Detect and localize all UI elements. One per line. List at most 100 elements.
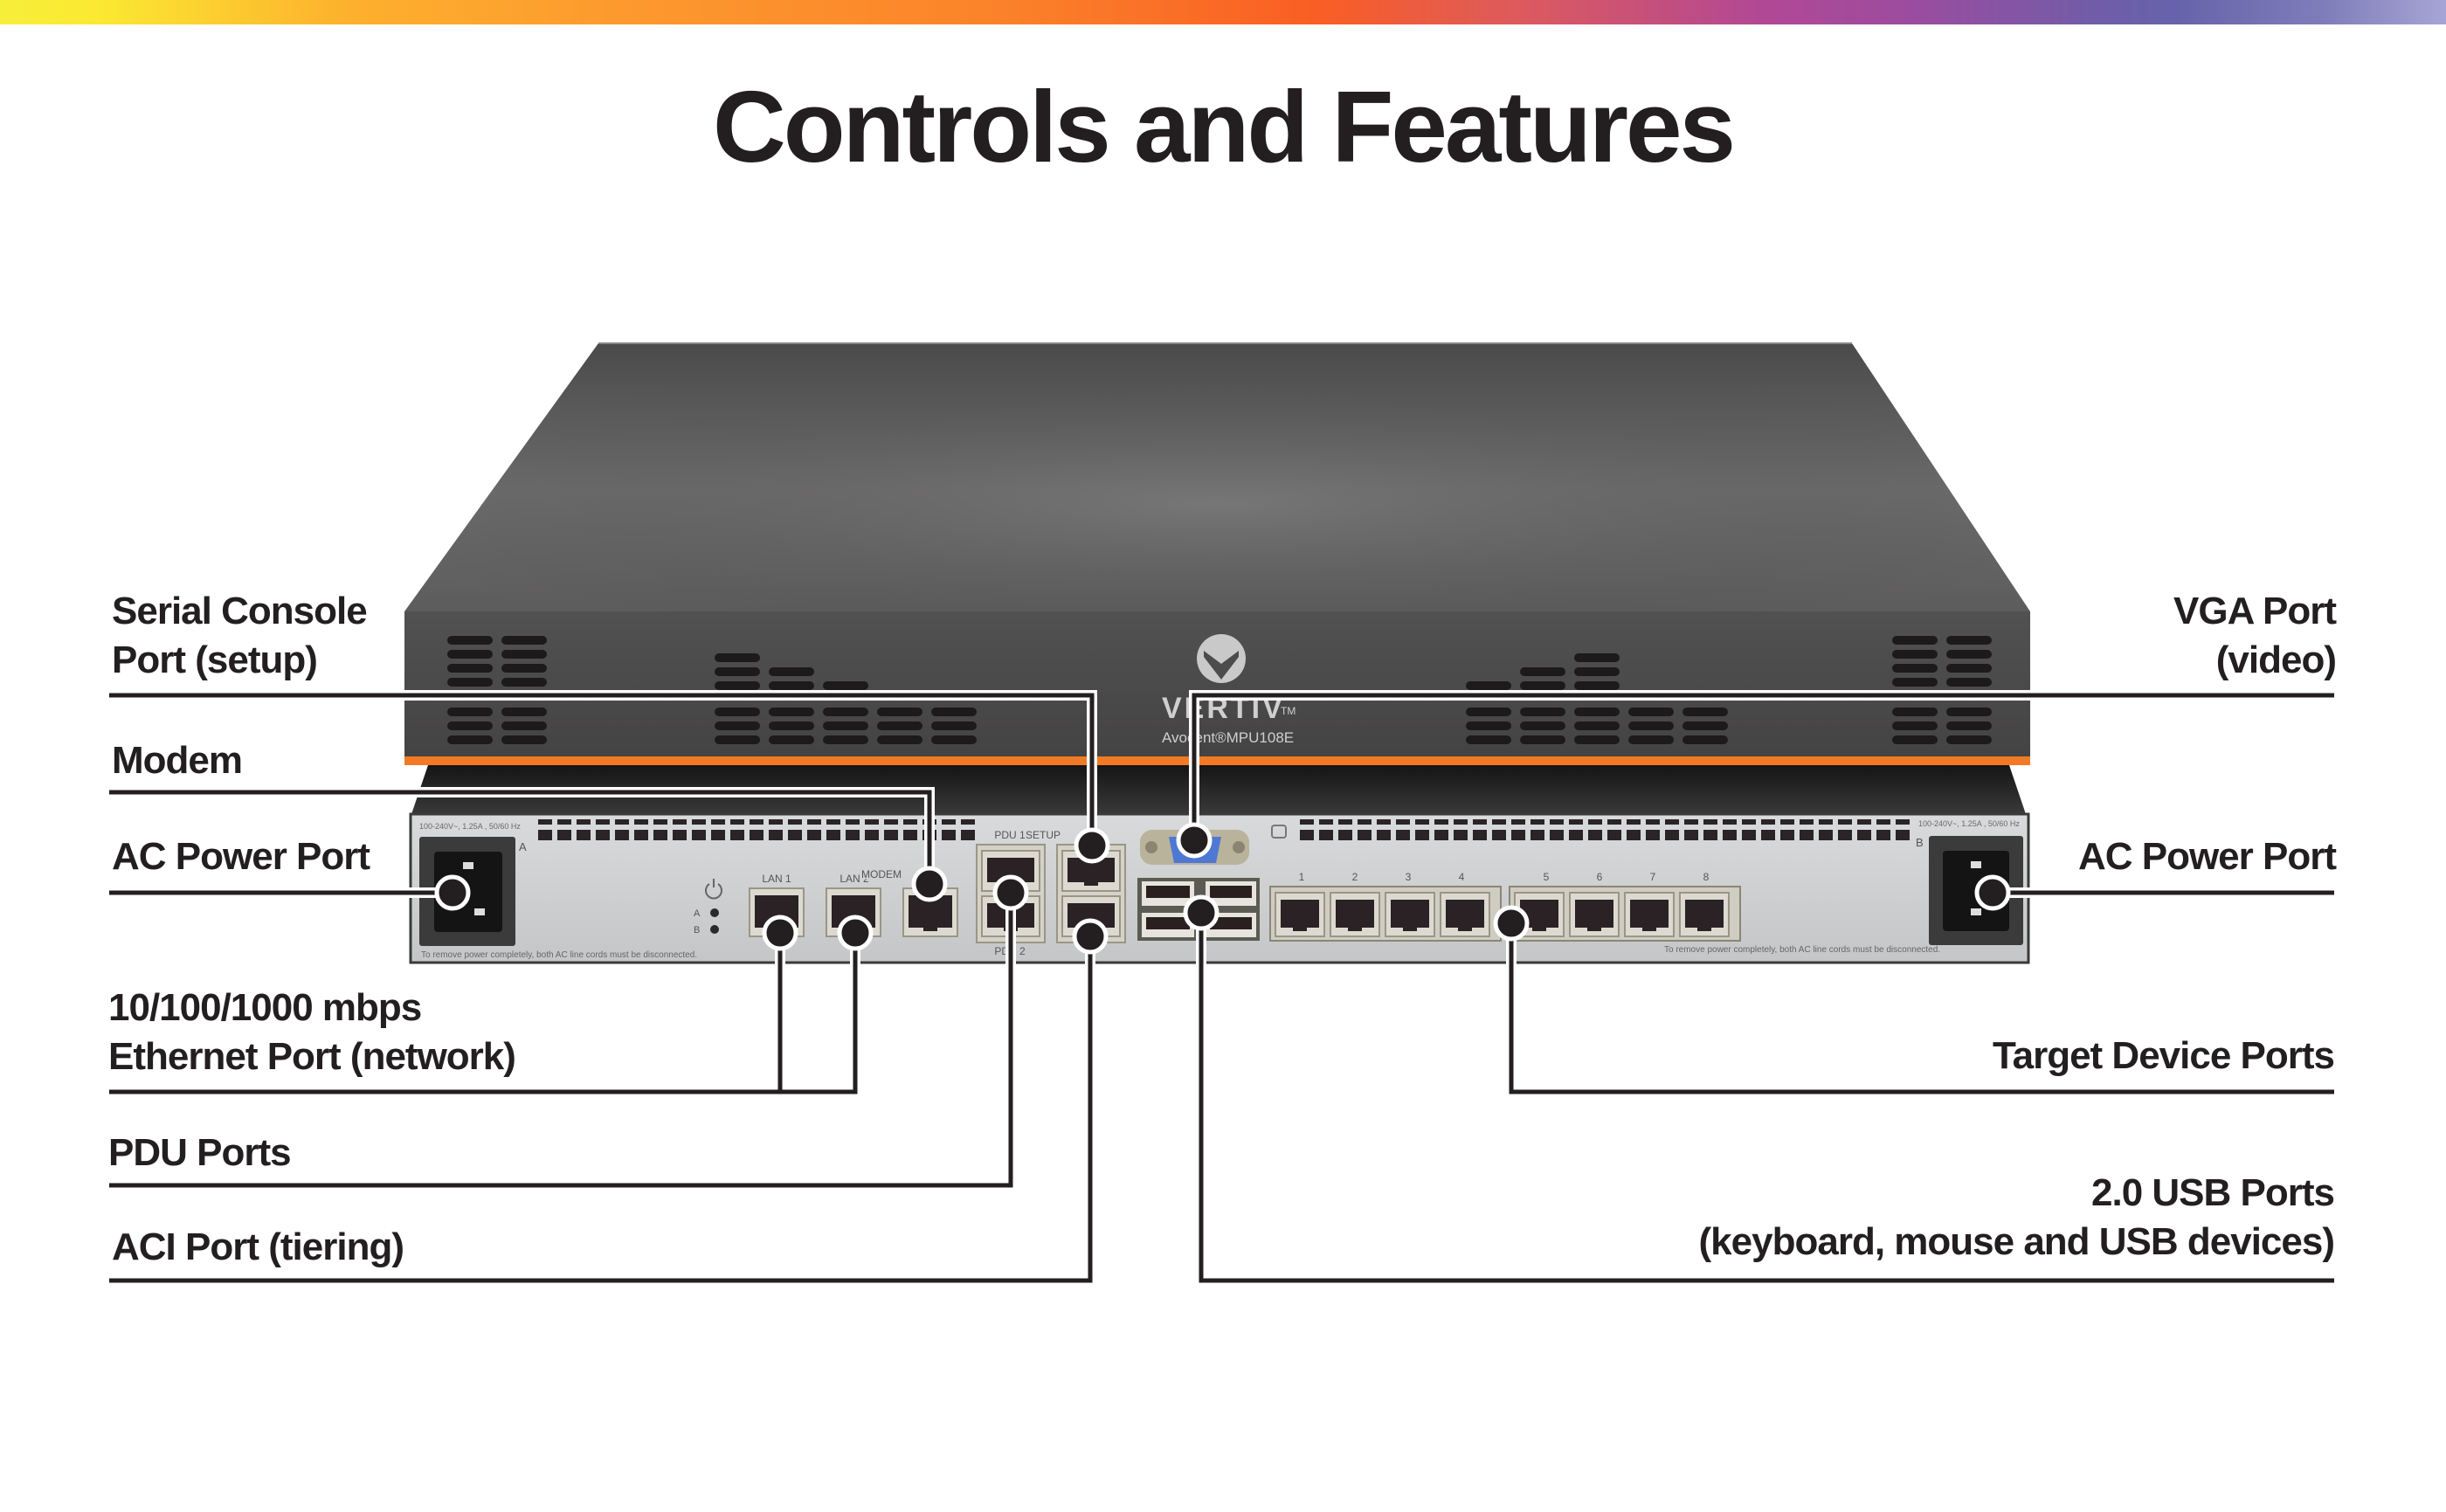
vent-slot bbox=[1574, 653, 1620, 662]
vent-slot bbox=[1761, 819, 1775, 825]
vent-slot bbox=[884, 830, 898, 840]
vent-slot bbox=[715, 721, 760, 730]
vent-slot bbox=[1703, 819, 1717, 825]
vent-slot bbox=[1520, 708, 1565, 716]
vent-slot bbox=[1415, 819, 1429, 825]
target-port-socket bbox=[1391, 900, 1429, 928]
vent-slot bbox=[1682, 708, 1728, 716]
label-vga-line2: (video) bbox=[2215, 639, 2337, 681]
vent-slot bbox=[1530, 819, 1544, 825]
vent-slot bbox=[1530, 830, 1544, 840]
vent-slot bbox=[1574, 667, 1620, 676]
vent-slot bbox=[1800, 819, 1814, 825]
vent-slot bbox=[715, 708, 760, 716]
vent-slot bbox=[1703, 830, 1717, 840]
vent-slot bbox=[447, 721, 493, 730]
vent-slot bbox=[447, 708, 493, 716]
aci-dot bbox=[1072, 918, 1109, 955]
label-ethernet-line2: Ethernet Port (network) bbox=[108, 1035, 516, 1078]
vent-slot bbox=[823, 721, 868, 730]
vent-slot bbox=[1892, 735, 1938, 744]
target-port-latch bbox=[1348, 926, 1362, 931]
vent-slot bbox=[1473, 819, 1487, 825]
serial-console-dot bbox=[1074, 827, 1110, 864]
power-icon bbox=[705, 879, 722, 900]
vent-slot bbox=[1946, 678, 1992, 687]
vent-slot bbox=[884, 819, 898, 825]
vent-slot bbox=[903, 819, 917, 825]
vent-slot bbox=[769, 721, 814, 730]
vent-slot bbox=[501, 650, 547, 659]
label-usb: 2.0 USB Ports (keyboard, mouse and USB d… bbox=[1698, 1169, 2335, 1267]
pdu-dot bbox=[992, 874, 1029, 911]
modem-port-latch bbox=[923, 926, 937, 931]
vent-slot bbox=[1434, 819, 1448, 825]
vent-slot bbox=[931, 735, 977, 744]
vent-slot bbox=[1742, 830, 1756, 840]
gradient-header-bar bbox=[0, 0, 2446, 24]
target-port-number: 5 bbox=[1544, 871, 1550, 883]
label-ethernet: 10/100/1000 mbps Ethernet Port (network) bbox=[108, 984, 516, 1081]
vent-slot bbox=[1520, 681, 1565, 690]
vent-slot bbox=[501, 678, 547, 687]
pdu1-label: PDU 1 bbox=[994, 829, 1026, 841]
vent-slot bbox=[1319, 819, 1333, 825]
vent-slot bbox=[1511, 830, 1525, 840]
target-port-latch bbox=[1587, 926, 1601, 931]
psu-b-label: B bbox=[1916, 836, 1924, 849]
vent-slot bbox=[1492, 819, 1506, 825]
vent-slot bbox=[615, 819, 629, 825]
vent-slot bbox=[769, 830, 783, 840]
usb-leader bbox=[1199, 913, 2334, 1283]
vent-slot bbox=[447, 678, 493, 687]
vent-slot bbox=[557, 819, 571, 825]
label-usb-line2: (keyboard, mouse and USB devices) bbox=[1698, 1220, 2335, 1263]
vent-slot bbox=[447, 650, 493, 659]
modem-label: MODEM bbox=[861, 868, 902, 880]
brand-trademark: TM bbox=[1281, 705, 1296, 717]
vent-slot bbox=[826, 830, 840, 840]
vent-slot bbox=[596, 819, 610, 825]
vent-slot bbox=[447, 636, 493, 645]
vent-slot bbox=[826, 819, 840, 825]
vga-leader bbox=[1192, 693, 2334, 843]
vent-slot bbox=[769, 667, 814, 676]
vent-slot bbox=[942, 830, 956, 840]
target-port-socket bbox=[1446, 900, 1484, 928]
target-port-socket bbox=[1630, 900, 1669, 928]
vent-slot bbox=[1761, 830, 1775, 840]
vent-slot bbox=[1338, 830, 1352, 840]
vent-slot bbox=[1892, 708, 1938, 716]
vent-slot bbox=[1646, 830, 1660, 840]
vent-slot bbox=[807, 830, 821, 840]
vent-slot bbox=[1892, 636, 1938, 645]
led-b-indicator bbox=[710, 925, 719, 934]
vent-slot bbox=[1892, 664, 1938, 673]
vent-slot bbox=[750, 830, 764, 840]
vent-slot bbox=[1857, 830, 1871, 840]
vent-slot bbox=[1492, 830, 1506, 840]
vent-slot bbox=[1684, 830, 1698, 840]
vent-slot bbox=[1665, 819, 1679, 825]
vent-slot bbox=[1607, 830, 1621, 840]
vent-slot bbox=[447, 735, 493, 744]
target-port-socket bbox=[1336, 900, 1374, 928]
vent-slot bbox=[823, 708, 868, 716]
vent-slot bbox=[769, 708, 814, 716]
label-ac-power-left: AC Power Port bbox=[112, 835, 370, 878]
vent-slot bbox=[1466, 721, 1511, 730]
vent-slot bbox=[877, 708, 922, 716]
vent-slot bbox=[1300, 819, 1314, 825]
vent-slot bbox=[715, 653, 760, 662]
label-vga: VGA Port (video) bbox=[2173, 587, 2337, 685]
vent-slot bbox=[1454, 830, 1468, 840]
vent-slot bbox=[715, 681, 760, 690]
modem-dot bbox=[911, 866, 948, 902]
label-modem: Modem bbox=[112, 739, 243, 782]
vent-slot bbox=[715, 735, 760, 744]
vent-slot bbox=[1646, 819, 1660, 825]
vent-slot bbox=[1473, 830, 1487, 840]
led-a-label: A bbox=[694, 908, 701, 919]
vent-slot bbox=[634, 830, 648, 840]
